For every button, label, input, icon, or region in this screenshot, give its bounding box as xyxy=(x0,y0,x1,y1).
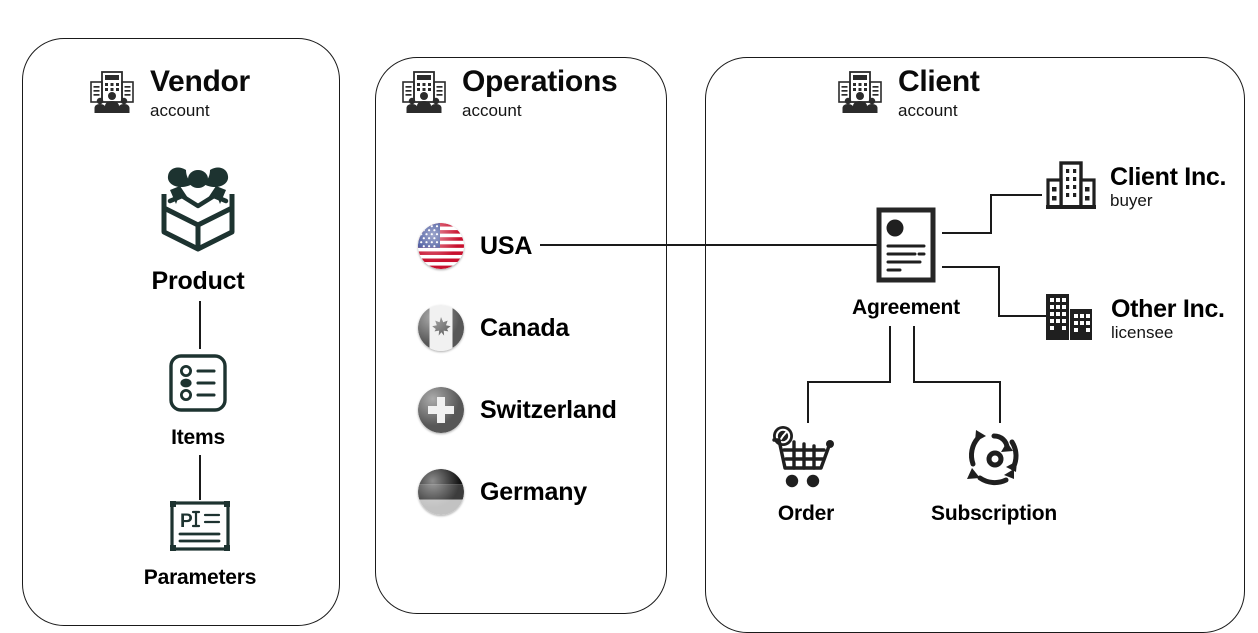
node-items[interactable]: Items xyxy=(140,352,256,450)
node-label: Order xyxy=(777,502,835,525)
connector-usa-to-agreement xyxy=(540,244,878,246)
node-agreement[interactable]: Agreement xyxy=(842,206,970,320)
company-name: Other Inc. xyxy=(1111,294,1225,323)
panel-header-client: Client account xyxy=(836,66,980,122)
panel-header-operations: Operations account xyxy=(400,65,618,122)
panel-title: Vendor xyxy=(150,65,250,98)
panel-subtitle: account xyxy=(898,100,958,120)
company-account-icon xyxy=(836,70,884,119)
connector-agreement-to-other-inc xyxy=(998,266,1000,316)
country-label: USA xyxy=(480,231,533,260)
node-parameters[interactable]: P Parameters xyxy=(110,498,290,590)
company-account-icon xyxy=(400,70,448,119)
connector-agreement-to-order xyxy=(889,326,891,382)
company-role: buyer xyxy=(1110,191,1153,211)
node-label: Parameters xyxy=(143,566,257,589)
node-label: Agreement xyxy=(852,296,960,319)
connector-agreement-to-order xyxy=(807,381,809,423)
office-buildings-icon xyxy=(1043,292,1097,347)
flag-usa-icon xyxy=(418,223,464,269)
checklist-icon xyxy=(167,352,229,419)
office-building-icon xyxy=(1046,160,1096,215)
panel-subtitle: account xyxy=(462,100,522,120)
connector-product-to-items xyxy=(199,301,201,349)
connector-agreement-to-subscription xyxy=(913,381,1001,383)
flag-switzerland-icon xyxy=(418,387,464,433)
connector-agreement-to-other-inc xyxy=(942,266,1000,268)
country-row-usa[interactable]: USA xyxy=(418,222,532,270)
company-other-inc[interactable]: Other Inc. licensee xyxy=(1043,292,1225,347)
svg-text:P: P xyxy=(180,511,193,532)
connector-agreement-to-subscription xyxy=(913,326,915,382)
panel-subtitle: account xyxy=(150,100,210,120)
flag-canada-icon xyxy=(418,305,464,351)
panel-header-vendor: Vendor account xyxy=(88,66,250,122)
recurring-cycle-icon xyxy=(958,424,1030,495)
country-row-switzerland[interactable]: Switzerland xyxy=(418,386,617,434)
panel-title: Client xyxy=(898,65,980,98)
connector-agreement-to-client-inc xyxy=(942,232,992,234)
company-client-inc[interactable]: Client Inc. buyer xyxy=(1046,160,1226,215)
connector-agreement-to-order xyxy=(807,381,891,383)
parameter-form-icon: P xyxy=(167,498,233,559)
country-label: Canada xyxy=(480,313,570,342)
panel-vendor xyxy=(22,38,340,626)
node-product[interactable]: Product xyxy=(112,160,284,296)
document-icon xyxy=(874,206,938,289)
country-label: Switzerland xyxy=(480,395,617,424)
panel-operations xyxy=(375,57,667,614)
company-name: Client Inc. xyxy=(1110,162,1227,191)
gift-box-icon xyxy=(150,160,246,261)
connector-agreement-to-client-inc xyxy=(990,194,1042,196)
company-role: licensee xyxy=(1111,323,1174,343)
node-subscription[interactable]: Subscription xyxy=(918,424,1070,526)
shopping-cart-icon xyxy=(770,424,842,495)
company-account-icon xyxy=(88,70,136,119)
country-label: Germany xyxy=(480,477,587,506)
node-label: Items xyxy=(171,426,225,449)
connector-agreement-to-other-inc xyxy=(998,315,1046,317)
country-row-germany[interactable]: Germany xyxy=(418,468,587,516)
panel-title: Operations xyxy=(462,65,618,98)
flag-germany-icon xyxy=(418,469,464,515)
connector-agreement-to-subscription xyxy=(999,381,1001,423)
node-order[interactable]: Order xyxy=(752,424,860,526)
node-label: Product xyxy=(151,267,245,295)
connector-items-to-parameters xyxy=(199,455,201,500)
node-label: Subscription xyxy=(931,502,1057,525)
connector-agreement-to-client-inc xyxy=(990,194,992,234)
country-row-canada[interactable]: Canada xyxy=(418,304,569,352)
